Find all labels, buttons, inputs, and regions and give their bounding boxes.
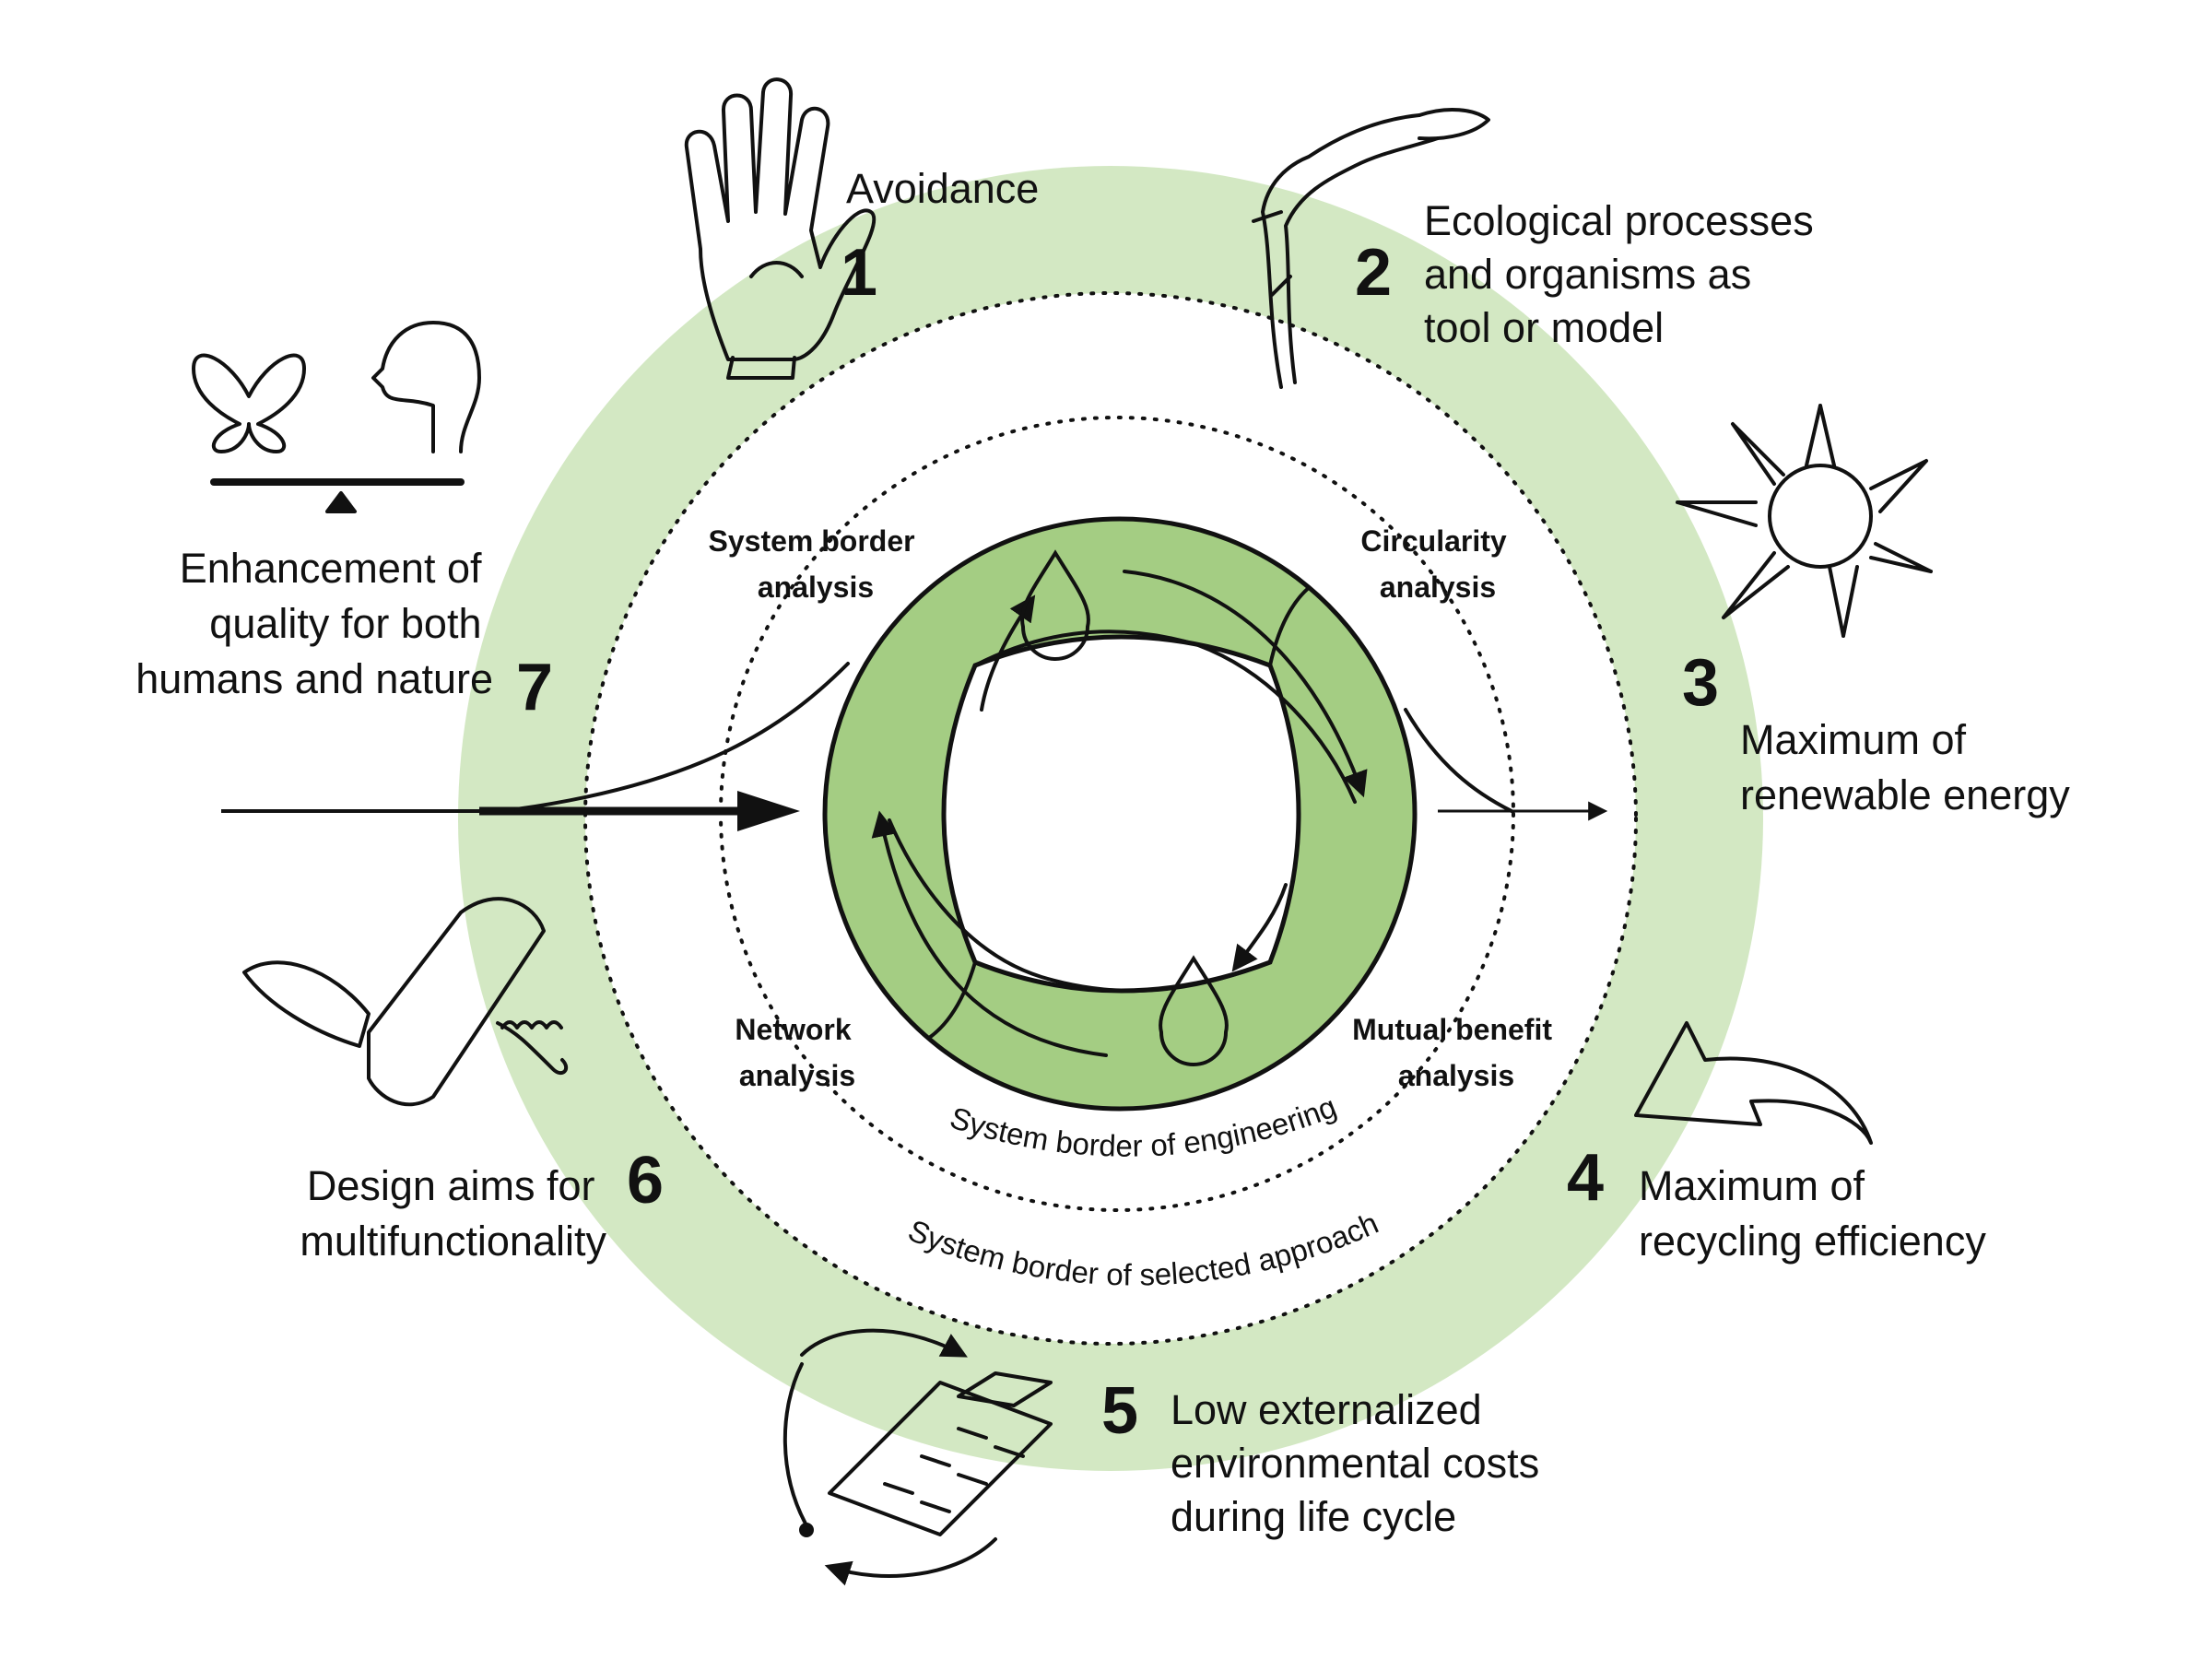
seedling-icon	[1252, 108, 1490, 389]
system-border-approach-line	[583, 291, 1638, 1346]
principle-3-label: Maximum of renewable energy	[1740, 716, 2070, 818]
recycle-arrow-icon	[1634, 1021, 1873, 1145]
principle-4-label: Maximum of recycling efficiency	[1639, 1162, 1986, 1265]
mutual-benefit-analysis-label: Mutual benefit analysis	[1352, 1013, 1560, 1092]
principle-5-label: Low externalized environmental costs dur…	[1171, 1386, 1551, 1540]
principle-7-label: Enhancement of quality for both humans a…	[135, 545, 493, 702]
principle-1-label: Avoidance	[846, 165, 1039, 212]
input-funnel-curve	[514, 662, 850, 811]
principle-6-number: 6	[627, 1144, 664, 1218]
circularity-analysis-label: Circularity analysis	[1360, 524, 1514, 604]
output-funnel-curve	[1404, 708, 1513, 813]
system-border-analysis-label: System border analysis	[709, 524, 924, 604]
principle-3-number: 3	[1682, 646, 1719, 720]
raised-hand-icon	[684, 77, 877, 380]
principle-2-label: Ecological processes and organisms as to…	[1424, 197, 1825, 351]
principle-2-number: 2	[1355, 236, 1392, 310]
principle-5-number: 5	[1101, 1374, 1138, 1448]
principle-4-number: 4	[1567, 1141, 1604, 1215]
input-arrow-head	[737, 791, 800, 831]
water-drop-icon-2	[1159, 955, 1229, 1066]
butterfly-human-balance-icon	[192, 321, 481, 513]
pocket-knife-icon	[242, 897, 569, 1107]
principle-7-number: 7	[516, 651, 553, 724]
calculator-icon	[782, 1328, 1053, 1586]
principle-1-number: 1	[841, 236, 877, 310]
network-analysis-label: Network analysis	[735, 1013, 859, 1092]
principle-6-label: Design aims for multifunctionality	[300, 1162, 606, 1265]
circular-process-torus	[822, 516, 1418, 1112]
water-drop-icon	[1020, 549, 1090, 661]
sun-icon	[1676, 404, 1933, 638]
